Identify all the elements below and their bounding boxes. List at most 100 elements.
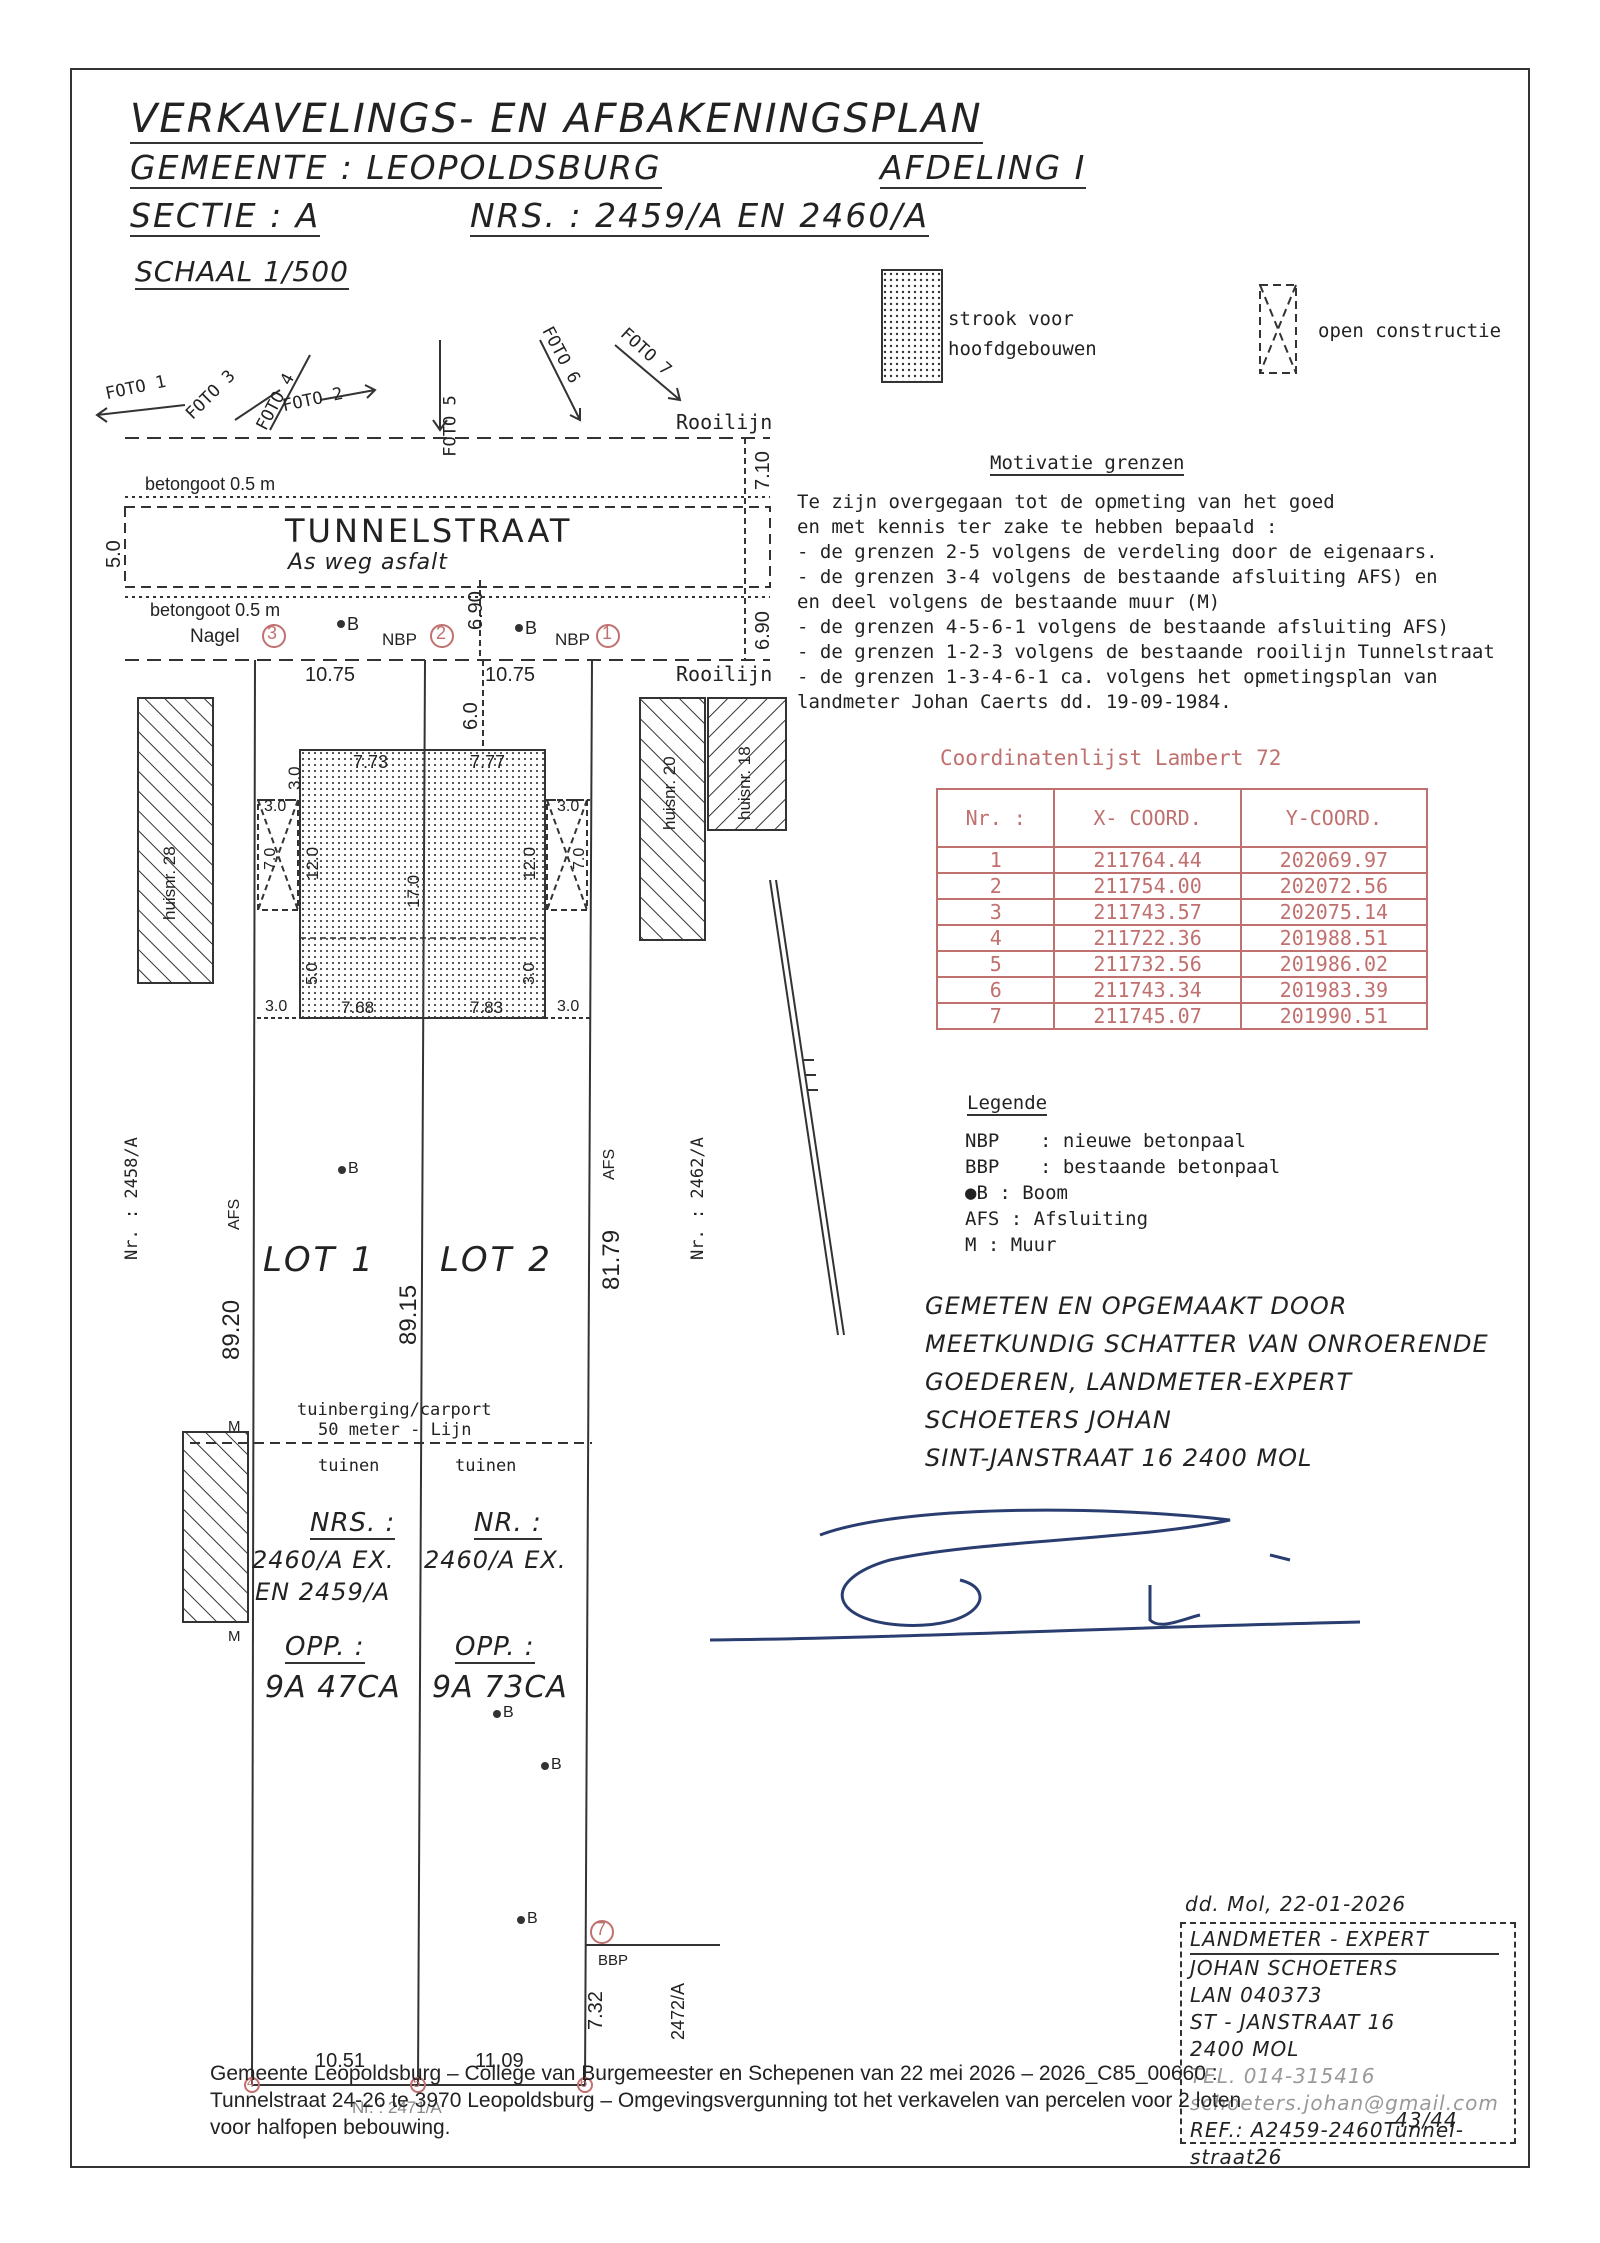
tree-b-6: B	[527, 1910, 538, 1927]
legende-value: : nieuwe betonpaal	[1040, 1130, 1246, 1152]
huisnr-20: huisnr. 20	[660, 756, 679, 830]
surveyor-line: SCHOETERS JOHAN	[925, 1406, 1172, 1434]
coord-y: 201983.39	[1239, 976, 1429, 1004]
surveyor-block: GEMETEN EN OPGEMAAKT DOOR MEETKUNDIG SCH…	[925, 1287, 1489, 1477]
dim-7-73: 7.73	[353, 752, 389, 772]
dim-7-10: 7.10	[752, 451, 774, 490]
point-2: 2	[436, 623, 447, 643]
coord-y: 202072.56	[1239, 872, 1429, 900]
motivatie-line: en met kennis ter zake te hebben bepaald…	[797, 516, 1278, 538]
motivatie-line: en deel volgens de bestaande muur (M)	[797, 591, 1221, 613]
motivatie-line: - de grenzen 2-5 volgens de verdeling do…	[797, 541, 1438, 563]
dim-6-90-b: 6.90	[752, 611, 774, 650]
stamp-line: TEL. 014-315416	[1190, 2064, 1376, 2088]
key-strook-2: hoofdgebouwen	[948, 338, 1097, 360]
plan-sheet	[70, 68, 1530, 2168]
afs-left: AFS	[226, 1198, 243, 1230]
key-open: open constructie	[1318, 320, 1502, 342]
meter-lijn-label: 50 meter - Lijn	[318, 1420, 472, 1440]
parcel-2458: Nr. : 2458/A	[122, 1137, 142, 1260]
coord-y: 202075.14	[1239, 898, 1429, 926]
footer-line: voor halfopen bebouwing.	[210, 2116, 451, 2139]
tree-b-4: B	[503, 1704, 514, 1721]
surveyor-line: GEMETEN EN OPGEMAAKT DOOR	[925, 1292, 1348, 1320]
dim-7-32: 7.32	[585, 1991, 607, 2030]
coord-y: 201990.51	[1239, 1002, 1429, 1030]
coord-header: Nr. :	[935, 788, 1056, 848]
stamp-line: 2400 MOL	[1190, 2037, 1300, 2061]
dim-3-0-e: 3.0	[265, 998, 288, 1015]
dim-back-right: 11.09	[475, 2050, 524, 2072]
stamp-line: LANDMETER - EXPERT	[1190, 1926, 1499, 1955]
open-constructie-icon	[1259, 284, 1297, 374]
dim-3-0-d: 3.0	[521, 962, 538, 985]
gemeente-label: GEMEENTE : LEOPOLDSBURG	[130, 148, 662, 189]
coord-header: X- COORD.	[1053, 788, 1242, 848]
dim-5-0: 5.0	[304, 962, 321, 985]
parcel-2462: Nr. : 2462/A	[688, 1137, 708, 1260]
legende-key: M	[965, 1234, 977, 1256]
surveyor-line: MEETKUNDIG SCHATTER VAN ONROERENDE	[925, 1330, 1489, 1358]
huisnr-28: huisnr. 28	[160, 846, 179, 920]
bbp-label: BBP	[598, 1952, 629, 1969]
nbp-label-1: NBP	[555, 630, 590, 649]
stamp-line: schoeters.johan@gmail.com	[1190, 2091, 1499, 2115]
stamp-line: ST - JANSTRAAT 16	[1190, 2010, 1396, 2034]
rooilijn-bottom: Rooilijn	[676, 662, 773, 686]
coord-x: 211732.56	[1053, 950, 1242, 978]
percelen-label: NRS. : 2459/A EN 2460/A	[470, 196, 930, 237]
coord-x: 211722.36	[1053, 924, 1242, 952]
tree-b-3: B	[348, 1160, 359, 1177]
sectie-label: SECTIE : A	[130, 196, 321, 237]
parcel-2472: 2472/A	[668, 1982, 688, 2040]
point-6: 6	[580, 2075, 588, 2090]
footer-notice: Gemeente Leopoldsburg – College van Burg…	[210, 2060, 1500, 2141]
dim-6-90-a: 6.90	[465, 591, 487, 630]
betongoot-top: betongoot 0.5 m	[145, 474, 276, 494]
street-width: 5.0	[103, 540, 125, 568]
nagel-label: Nagel	[190, 626, 240, 647]
point-5: 5	[413, 2075, 421, 2090]
tree-b-1: B	[347, 614, 360, 634]
stamp-box	[1180, 1922, 1516, 2144]
dim-3-0-c: 3.0	[557, 798, 580, 815]
rooilijn-top: Rooilijn	[676, 410, 773, 434]
huisnr-18: huisnr. 18	[735, 746, 754, 820]
opp-lot-1-value: 9A 47CA	[265, 1670, 401, 1705]
legende-row: M : Muur	[965, 1232, 1280, 1258]
dim-3-0-b: 3.0	[264, 798, 287, 815]
dim-81-79: 81.79	[598, 1229, 625, 1290]
street-name: TUNNELSTRAAT	[285, 512, 573, 550]
betongoot-bottom: betongoot 0.5 m	[150, 600, 281, 620]
motivatie-line: - de grenzen 1-2-3 volgens de bestaande …	[797, 641, 1495, 663]
strook-swatch	[881, 269, 943, 383]
coord-nr: 6	[935, 976, 1056, 1004]
surveyor-line: SINT-JANSTRAAT 16 2400 MOL	[925, 1444, 1313, 1472]
tree-b-5: B	[551, 1756, 562, 1773]
opp-lot-2-label: OPP. :	[455, 1632, 535, 1664]
legende-key: NBP	[965, 1130, 1000, 1152]
dim-12-0-b: 12.0	[520, 846, 539, 880]
dim-front-left: 10.75	[305, 664, 356, 686]
motivatie-line: Te zijn overgegaan tot de opmeting van h…	[797, 491, 1335, 513]
afdeling-label: AFDELING I	[880, 148, 1087, 189]
coord-nr: 4	[935, 924, 1056, 952]
coord-x: 211754.00	[1053, 872, 1242, 900]
muur-bottom: M	[228, 1628, 241, 1645]
dim-3-0-f: 3.0	[557, 998, 580, 1015]
lot-1-label: LOT 1	[263, 1240, 376, 1280]
dim-back-left: 10.51	[315, 2050, 366, 2072]
scale-label: SCHAAL 1/500	[135, 255, 349, 290]
coord-y: 201986.02	[1239, 950, 1429, 978]
nrs-lot-2-a: 2460/A EX.	[424, 1546, 567, 1574]
legende-value: : bestaande betonpaal	[1040, 1156, 1281, 1178]
legende-row: BBP: bestaande betonpaal	[965, 1154, 1280, 1180]
legende-value: : Muur	[987, 1234, 1057, 1256]
nbp-label-2: NBP	[382, 630, 417, 649]
stamp-line: REF.: A2459-2460Tunnel-	[1190, 2118, 1464, 2142]
coord-x: 211743.57	[1053, 898, 1242, 926]
legende-list: NBP : nieuwe betonpaal BBP: bestaande bet…	[965, 1128, 1280, 1258]
stamp-date: dd. Mol, 22-01-2026	[1185, 1892, 1407, 1916]
opp-lot-1-label: OPP. :	[285, 1632, 365, 1664]
